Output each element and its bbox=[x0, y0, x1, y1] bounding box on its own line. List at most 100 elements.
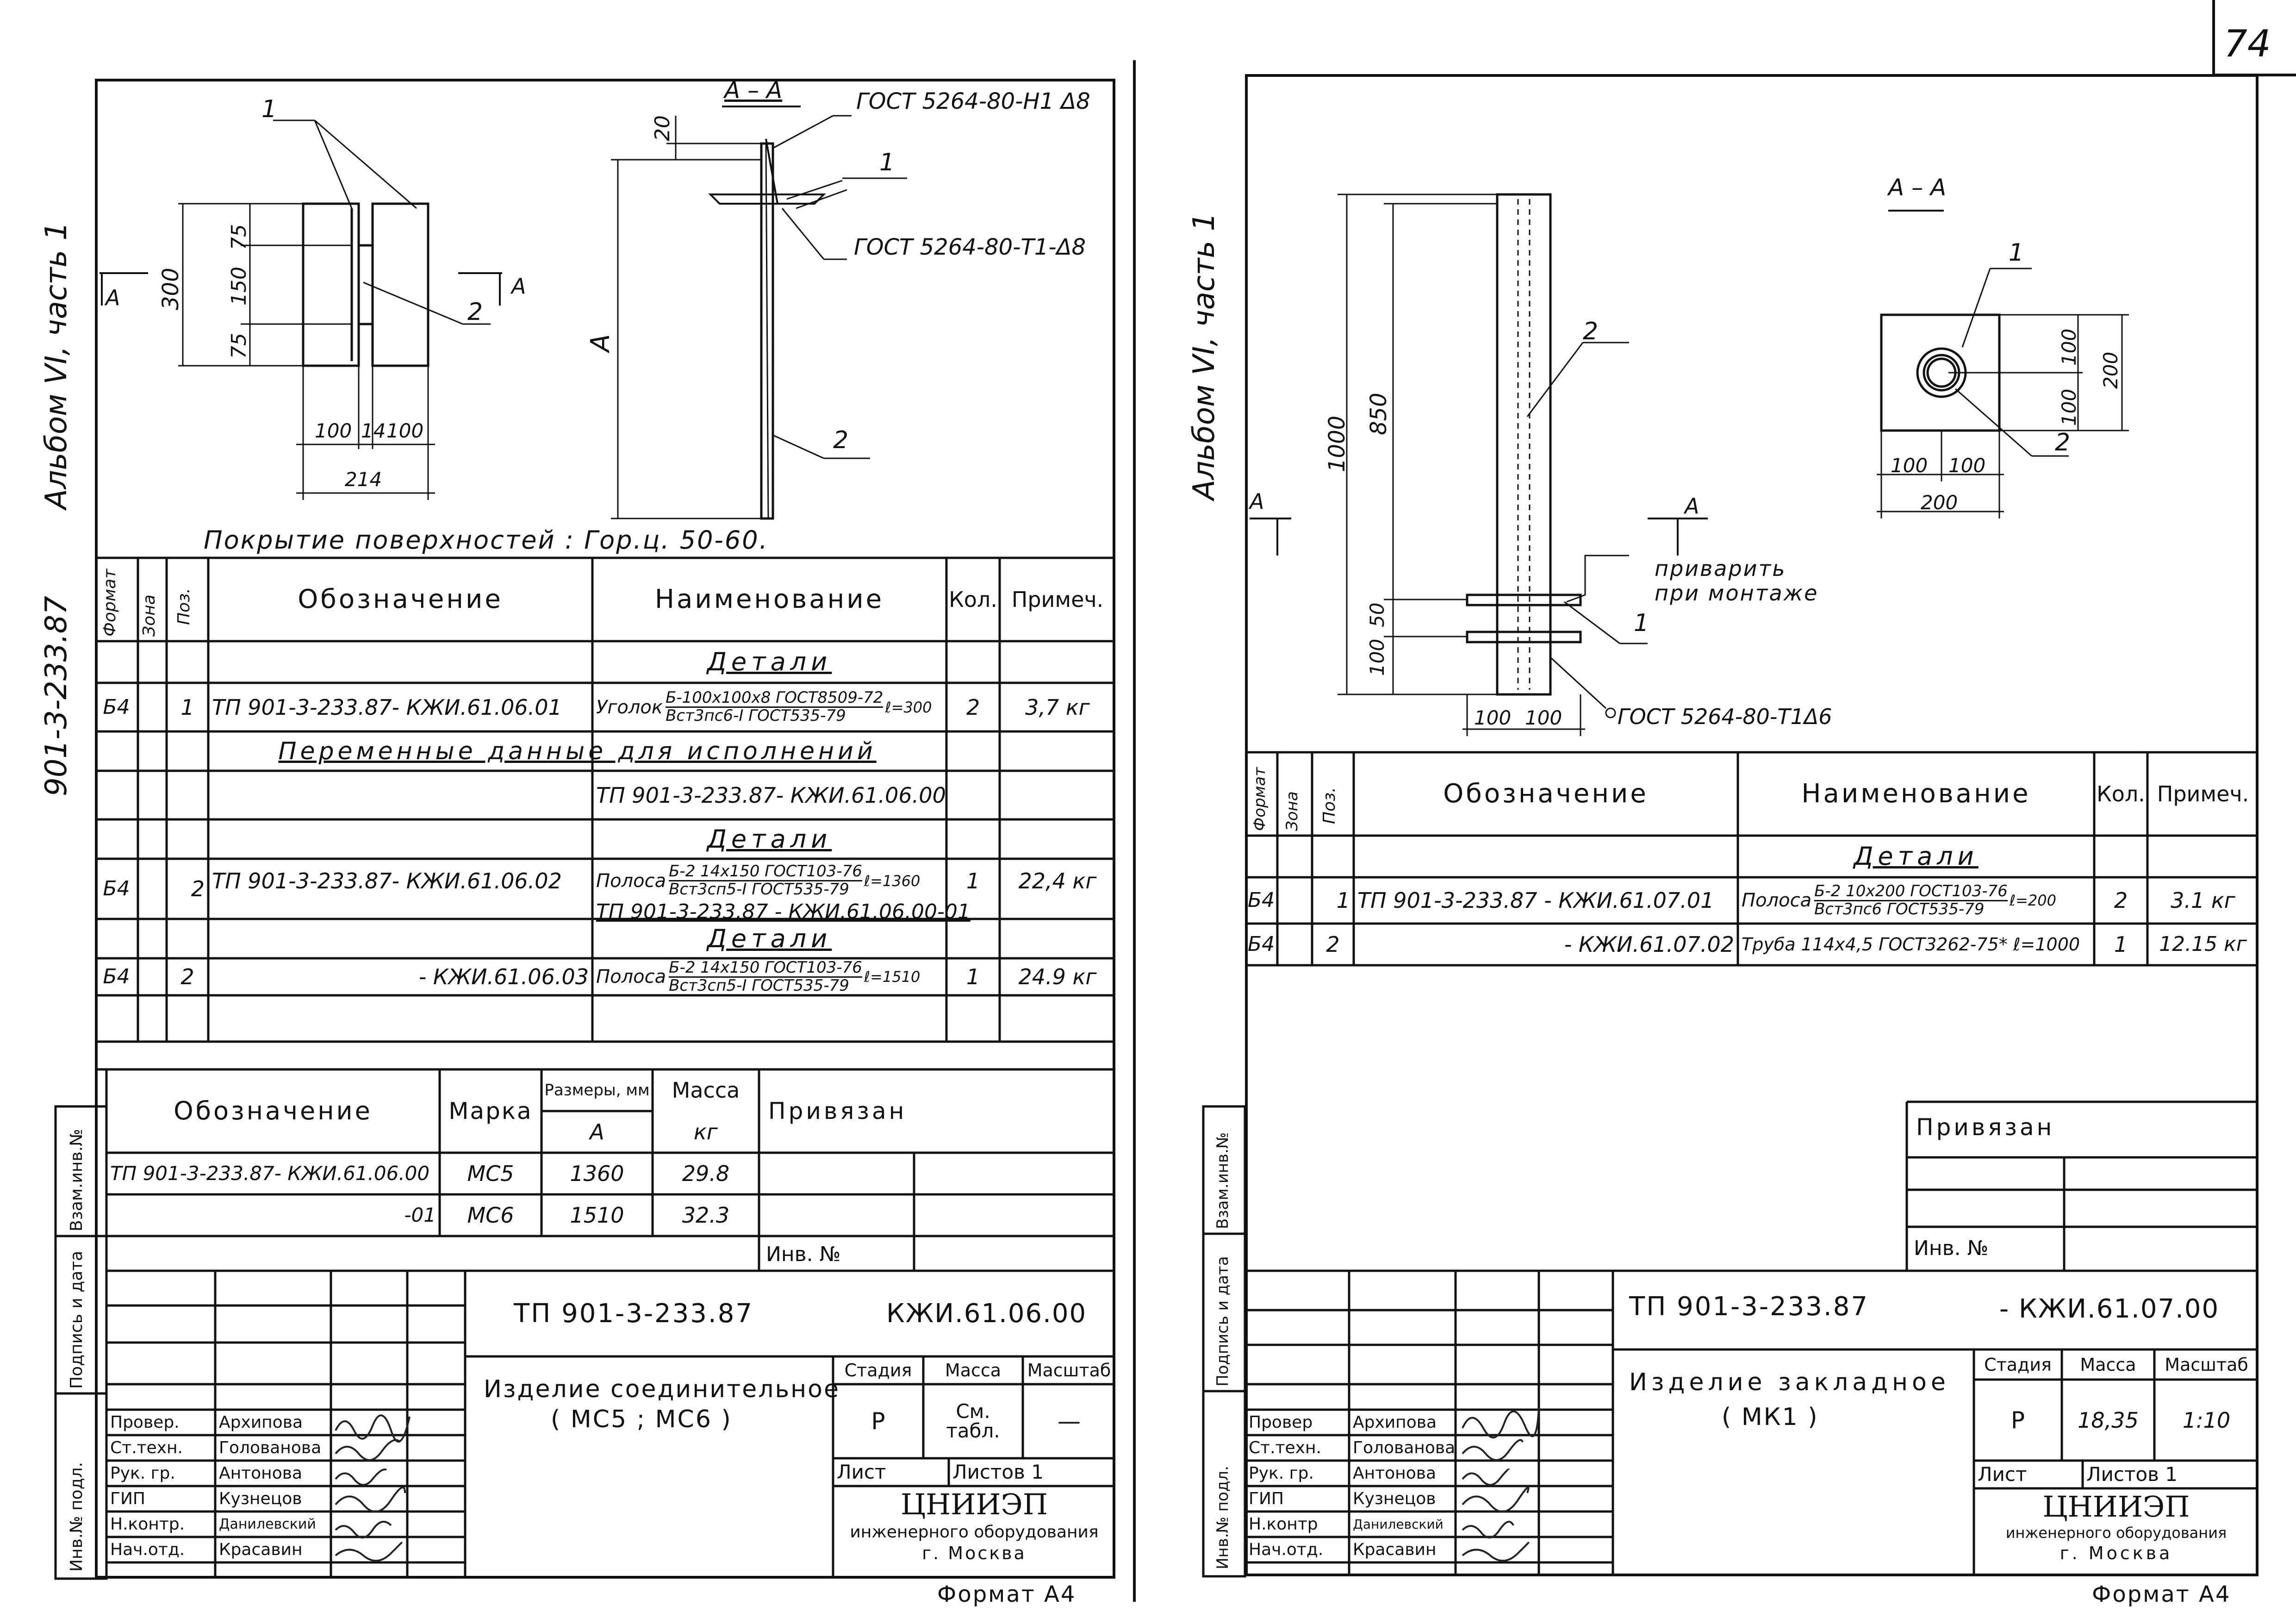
right-tb-name-0: Архипова bbox=[1353, 1412, 1437, 1432]
left-v1-mass: 29.8 bbox=[682, 1161, 730, 1186]
right-callout-2: 2 bbox=[1583, 318, 1599, 345]
right-r1-pos: 1 bbox=[1336, 888, 1350, 913]
left-section-mark-right: А bbox=[511, 274, 526, 299]
left-gost-top: ГОСТ 5264-80-Н1 Δ8 bbox=[856, 88, 1090, 114]
left-section-mark-left: А bbox=[106, 285, 120, 310]
right-tb-org-1: ЦНИИЭП bbox=[2042, 1490, 2190, 1524]
left-tb-org-2: инженерного оборудования bbox=[850, 1523, 1099, 1542]
right-tb-role-5: Нач.отд. bbox=[1249, 1540, 1324, 1559]
left-v1-mark: МС5 bbox=[467, 1161, 514, 1186]
right-hdr-note: Примеч. bbox=[2157, 781, 2249, 806]
left-var-hdr-mass: Масса bbox=[672, 1078, 740, 1103]
left-r1-designation: ТП 901-3-233.87- КЖИ.61.06.01 bbox=[212, 694, 562, 720]
right-sec-dim-200h: 200 bbox=[1921, 491, 1958, 514]
right-inv-no: Инв. № bbox=[1914, 1237, 1989, 1260]
left-tb-name-0: Архипова bbox=[219, 1412, 303, 1432]
left-var-hdr-mark: Марка bbox=[448, 1098, 533, 1124]
left-hdr-note: Примеч. bbox=[1011, 587, 1104, 612]
left-tb-scale-hdr: Масштаб bbox=[1027, 1360, 1111, 1380]
right-tb-role-3: ГИП bbox=[1249, 1489, 1284, 1508]
right-tb-mass: 18,35 bbox=[2078, 1407, 2139, 1433]
left-sec-callout-1: 1 bbox=[879, 149, 895, 176]
right-tb-org-3: г. Москва bbox=[2060, 1543, 2173, 1563]
right-r1-qty: 2 bbox=[2114, 888, 2128, 913]
left-callout-1: 1 bbox=[261, 95, 277, 123]
right-sheet-frame bbox=[1245, 74, 2259, 1576]
left-var-hdr-size-A: А bbox=[590, 1119, 604, 1144]
right-r2-note: 12.15 кг bbox=[2159, 932, 2247, 956]
right-tb-name-1: Голованова bbox=[1353, 1438, 1456, 1457]
left-tb-code: ТП 901-3-233.87 bbox=[514, 1299, 753, 1329]
right-sec-callout-1: 1 bbox=[2009, 239, 2024, 267]
left-r3-designation: - КЖИ.61.06.03 bbox=[418, 964, 589, 989]
left-r3-len: ℓ=1510 bbox=[864, 968, 921, 986]
right-r2-format: Б4 bbox=[1247, 932, 1275, 956]
left-tb-sheets: Листов 1 bbox=[952, 1461, 1044, 1483]
right-tb-name-4: Данилевский bbox=[1353, 1516, 1444, 1532]
left-r1-qty: 2 bbox=[966, 694, 980, 720]
left-tb-doc: КЖИ.61.06.00 bbox=[886, 1299, 1087, 1329]
left-tb-role-4: Н.контр. bbox=[110, 1514, 185, 1534]
left-var-hdr-size: Размеры, мм bbox=[544, 1081, 650, 1099]
right-dim-100c: 100 bbox=[1525, 706, 1562, 729]
right-tb-stage-hdr: Стадия bbox=[1984, 1354, 2052, 1375]
left-r1-name: Уголок bbox=[596, 696, 663, 718]
left-gost-mid: ГОСТ 5264-80-Т1-Δ8 bbox=[854, 234, 1086, 260]
left-tb-role-1: Ст.техн. bbox=[110, 1438, 183, 1457]
left-hdr-designation: Обозначение bbox=[298, 584, 503, 614]
left-var-2: ТП 901-3-233.87 - КЖИ.61.06.00-01 bbox=[596, 900, 971, 924]
left-tb-stage-hdr: Стадия bbox=[844, 1360, 912, 1380]
left-tb-stage: Р bbox=[871, 1408, 885, 1435]
right-r2-name: Труба 114х4,5 ГОСТ3262-75* ℓ=1000 bbox=[1742, 934, 2080, 955]
right-hdr-name: Наименование bbox=[1801, 779, 2031, 809]
left-dim-100b: 100 bbox=[386, 419, 424, 442]
right-tb-role-4: Н.контр bbox=[1249, 1514, 1318, 1534]
left-v2-mark: МС6 bbox=[467, 1203, 514, 1228]
left-variable-data: Переменные данные для исполнений bbox=[278, 737, 877, 765]
left-sec-details-1: Детали bbox=[707, 647, 832, 676]
left-tb-name-5: Красавин bbox=[219, 1540, 303, 1559]
left-r2-len: ℓ=1360 bbox=[864, 872, 921, 890]
right-r1-designation: ТП 901-3-233.87 - КЖИ.61.07.01 bbox=[1357, 888, 1714, 913]
left-tb-name-1: Голованова bbox=[219, 1438, 322, 1457]
left-section-title: А – А bbox=[724, 77, 783, 104]
left-v2-mass: 32.3 bbox=[682, 1203, 730, 1228]
right-tb-code: ТП 901-3-233.87 bbox=[1629, 1292, 1869, 1322]
left-r1-len: ℓ=300 bbox=[885, 698, 932, 716]
left-tb-name-2: Антонова bbox=[219, 1463, 302, 1483]
right-format: Формат А4 bbox=[2092, 1581, 2231, 1607]
left-r3-name: Полоса bbox=[596, 966, 666, 987]
right-section-mark-right: А bbox=[1685, 493, 1699, 518]
right-sec-dim-100d: 100 bbox=[1948, 454, 1986, 477]
right-tb-name-5: Красавин bbox=[1353, 1540, 1437, 1559]
right-r2-designation: - КЖИ.61.07.02 bbox=[1564, 932, 1734, 957]
left-tb-role-5: Нач.отд. bbox=[110, 1540, 185, 1559]
left-tb-role-2: Рук. гр. bbox=[110, 1463, 175, 1483]
right-dim-100b: 100 bbox=[1474, 706, 1512, 729]
left-callout-2: 2 bbox=[467, 298, 483, 326]
left-dim-214: 214 bbox=[345, 468, 382, 491]
right-tb-name-2: Антонова bbox=[1353, 1463, 1436, 1483]
left-r2-name: Полоса bbox=[596, 870, 666, 892]
right-weld-note-1: приварить bbox=[1655, 556, 1786, 581]
right-tb-name-2: ( МК1 ) bbox=[1722, 1403, 1819, 1431]
left-tb-role-3: ГИП bbox=[110, 1489, 145, 1508]
left-v2-A: 1510 bbox=[570, 1203, 624, 1228]
left-tb-org-3: г. Москва bbox=[922, 1543, 1027, 1563]
left-var-1: ТП 901-3-233.87- КЖИ.61.06.00 bbox=[596, 782, 946, 808]
left-r3-format: Б4 bbox=[103, 965, 130, 988]
left-v1-A: 1360 bbox=[570, 1161, 624, 1186]
right-r1-format: Б4 bbox=[1247, 888, 1275, 912]
right-gost-bottom: ГОСТ 5264-80-Т1Δ6 bbox=[1618, 704, 1832, 729]
sheet-divider bbox=[1133, 60, 1136, 1602]
left-r3-qty: 1 bbox=[966, 964, 980, 989]
left-sec-callout-2: 2 bbox=[833, 426, 849, 454]
